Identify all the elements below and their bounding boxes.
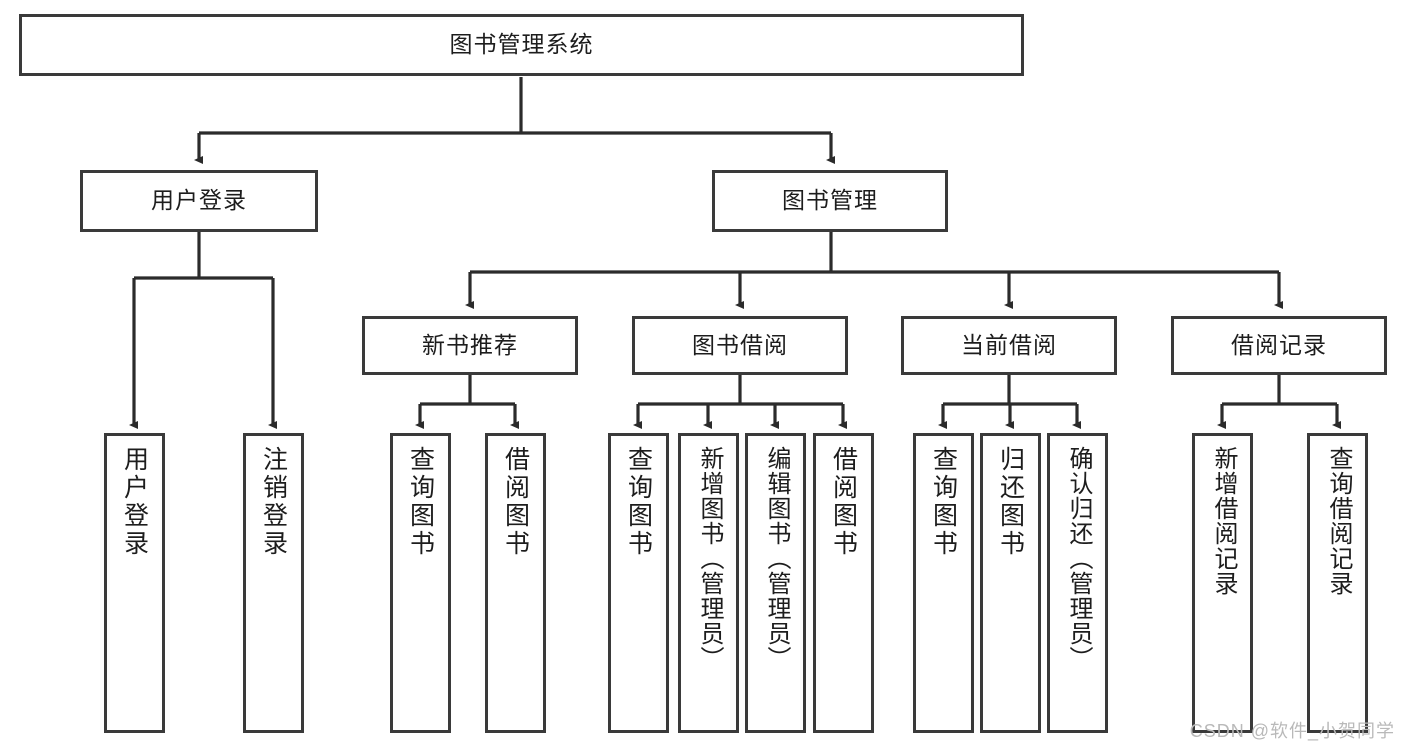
- node-user-login-label: 用户登录: [151, 187, 247, 214]
- node-borrow-record[interactable]: 借阅记录: [1171, 316, 1387, 375]
- leaf-borrow-record-add-label: 新增借阅记录: [1209, 446, 1237, 596]
- leaf-borrow-record-add[interactable]: 新增借阅记录: [1192, 433, 1253, 733]
- leaf-user-login-signout[interactable]: 注销登录: [243, 433, 304, 733]
- leaf-new-book-query-label: 查询图书: [406, 446, 435, 558]
- node-book-management-label: 图书管理: [782, 187, 878, 214]
- leaf-current-borrow-return-label: 归还图书: [996, 446, 1025, 558]
- leaf-borrow-record-query-label: 查询借阅记录: [1324, 446, 1352, 596]
- leaf-user-login-signout-label: 注销登录: [259, 446, 288, 558]
- node-book-borrow[interactable]: 图书借阅: [632, 316, 848, 375]
- leaf-current-borrow-query[interactable]: 查询图书: [913, 433, 974, 733]
- node-new-book-recommend-label: 新书推荐: [422, 331, 518, 358]
- leaf-new-book-borrow[interactable]: 借阅图书: [485, 433, 546, 733]
- node-root-label: 图书管理系统: [449, 31, 594, 58]
- leaf-book-borrow-add-label: 新增图书（管理员）: [695, 446, 723, 671]
- leaf-book-borrow-lend-label: 借阅图书: [829, 446, 858, 558]
- leaf-book-borrow-edit-label: 编辑图书（管理员）: [762, 446, 790, 671]
- node-user-login[interactable]: 用户登录: [80, 170, 318, 232]
- leaf-new-book-query[interactable]: 查询图书: [390, 433, 451, 733]
- leaf-book-borrow-lend[interactable]: 借阅图书: [813, 433, 874, 733]
- leaf-book-borrow-query-label: 查询图书: [624, 446, 653, 558]
- leaf-current-borrow-confirm-label: 确认归还（管理员）: [1064, 446, 1092, 671]
- leaf-user-login-signin[interactable]: 用户登录: [104, 433, 165, 733]
- leaf-book-borrow-query[interactable]: 查询图书: [608, 433, 669, 733]
- leaf-user-login-signin-label: 用户登录: [120, 446, 149, 558]
- node-current-borrow[interactable]: 当前借阅: [901, 316, 1117, 375]
- leaf-borrow-record-query[interactable]: 查询借阅记录: [1307, 433, 1368, 733]
- leaf-book-borrow-edit[interactable]: 编辑图书（管理员）: [745, 433, 806, 733]
- watermark: CSDN @软件_小贺同学: [1189, 721, 1395, 741]
- node-new-book-recommend[interactable]: 新书推荐: [362, 316, 578, 375]
- leaf-book-borrow-add[interactable]: 新增图书（管理员）: [678, 433, 739, 733]
- node-borrow-record-label: 借阅记录: [1231, 331, 1327, 358]
- node-current-borrow-label: 当前借阅: [961, 331, 1057, 358]
- leaf-current-borrow-return[interactable]: 归还图书: [980, 433, 1041, 733]
- node-root[interactable]: 图书管理系统: [19, 14, 1024, 76]
- leaf-current-borrow-query-label: 查询图书: [929, 446, 958, 558]
- node-book-borrow-label: 图书借阅: [692, 331, 788, 358]
- node-book-management[interactable]: 图书管理: [712, 170, 948, 232]
- leaf-new-book-borrow-label: 借阅图书: [501, 446, 530, 558]
- leaf-current-borrow-confirm[interactable]: 确认归还（管理员）: [1047, 433, 1108, 733]
